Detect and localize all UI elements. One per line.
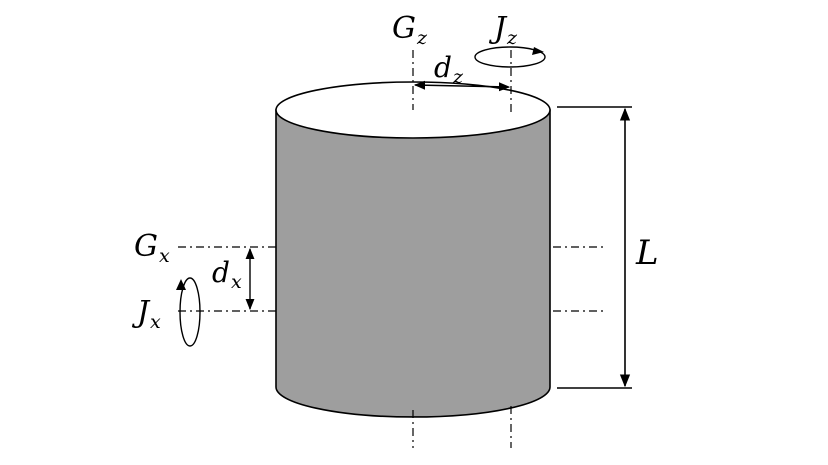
cylinder-body: [275, 109, 551, 418]
length-label: L: [635, 233, 659, 273]
dz-label: dz: [434, 51, 464, 88]
dx-label: dx: [212, 256, 242, 293]
jx-rotation-loop: [179, 277, 201, 347]
jx-rotation-arrowhead: [176, 279, 186, 290]
jz-rotation-loop: [474, 46, 546, 68]
jz-label: Jz: [488, 11, 518, 49]
dz-arrow: [413, 80, 511, 92]
jz-rotation-arrowhead: [532, 47, 544, 55]
gx-label: Gx: [134, 229, 170, 267]
jx-label: Jx: [131, 295, 161, 333]
gz-label: Gz: [392, 11, 428, 49]
